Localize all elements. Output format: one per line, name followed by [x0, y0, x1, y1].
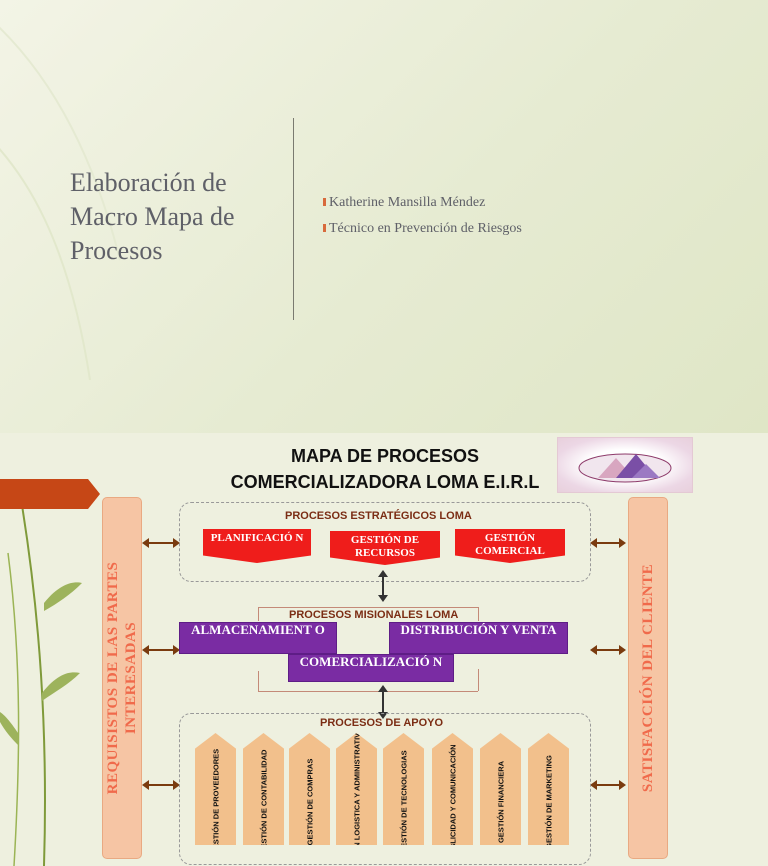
process-planificacion: PLANIFICACIÓ N: [203, 529, 311, 563]
process-label: GESTIÓN DE COMPRAS: [305, 759, 314, 846]
author-role: Técnico en Prevención de Riesgos: [323, 221, 522, 247]
misional-bottom-frame: [258, 691, 478, 692]
diagram-title-line1: MAPA DE PROCESOS: [290, 446, 480, 466]
vertical-divider: [293, 118, 294, 320]
support-processes-caption: PROCESOS DE APOYO: [320, 717, 444, 729]
leaf-decoration: [0, 492, 82, 866]
process-gestion-recursos: GESTIÓN DE RECURSOS: [330, 531, 440, 565]
customer-satisfaction-bar: SATISFACCIÓN DEL CLIENTE: [628, 497, 668, 859]
process-publicidad: PUBLICIDAD Y COMUNICACIÓN: [432, 733, 473, 845]
right-arrow-strategic: [590, 538, 626, 548]
diagram-title-line2: COMERCIALIZADORA LOMA E.I.R.L: [230, 472, 540, 492]
process-gestion-contabilidad: GESTIÓN DE CONTABILIDAD: [243, 733, 284, 845]
left-arrow-strategic: [142, 538, 180, 548]
stakeholder-requirements-bar: REQUISISTOS DE LAS PARTES INTERESADAS: [102, 497, 142, 859]
process-label: GESTIÓN DE CONTABILIDAD: [259, 750, 268, 855]
accent-arrow-tab: [0, 479, 100, 509]
right-arrow-misional: [590, 645, 626, 655]
support-processes-group: [179, 713, 591, 865]
company-logo: [557, 437, 693, 493]
author-list: Katherine Mansilla Méndez Técnico en Pre…: [323, 195, 522, 247]
process-label: PUBLICIDAD Y COMUNICACIÓN: [448, 744, 457, 861]
title-slide: Elaboración de Macro Mapa de Procesos Ka…: [0, 0, 768, 433]
process-distribucion-venta: DISTRIBUCIÓN Y VENTA: [389, 622, 568, 654]
slide-title: Elaboración de Macro Mapa de Procesos: [70, 168, 235, 265]
left-arrow-misional: [142, 645, 180, 655]
process-gestion-financiera: GESTIÓN FINANCIERA: [480, 733, 521, 845]
process-label: GESTIÓN DE TECNOLOGIAS: [399, 750, 408, 855]
strategic-processes-caption: PROCESOS ESTRATÉGICOS LOMA: [285, 510, 472, 522]
author-name: Katherine Mansilla Méndez: [323, 195, 522, 221]
misional-top-frame: [258, 607, 478, 608]
process-label: GESTIÓN FINANCIERA: [496, 761, 505, 844]
process-almacenamiento: ALMACENAMIENT O: [179, 622, 337, 654]
process-comercializacion: COMERCIALIZACIÓ N: [288, 654, 454, 682]
process-gestion-compras: GESTIÓN DE COMPRAS: [289, 733, 330, 845]
leaf-decoration-top: [0, 26, 121, 381]
left-arrow-apoyo: [142, 780, 180, 790]
misional-bottom-left-frame: [258, 671, 259, 691]
right-arrow-apoyo: [590, 780, 626, 790]
misional-processes-caption: PROCESOS MISIONALES LOMA: [289, 609, 459, 621]
process-label: GESTIÓN DE PROVEEDORES: [211, 749, 220, 856]
strategic-processes-group: [179, 502, 591, 582]
process-gestion-tecnologias: GESTIÓN DE TECNOLOGIAS: [383, 733, 424, 845]
process-gestion-marketing: GESTIÓN DE MARKETING: [528, 733, 569, 845]
process-label: GESTIÓN DE MARKETING: [544, 755, 553, 850]
mountain-logo-icon: [578, 453, 672, 483]
process-gestion-proveedores: GESTIÓN DE PROVEEDORES: [195, 733, 236, 845]
stakeholder-requirements-label: REQUISISTOS DE LAS PARTES INTERESADAS: [105, 561, 139, 795]
misional-bottom-right-frame: [478, 669, 479, 691]
process-gestion-logistica: GESTIÓN LOGISTICA Y ADMINISTRATIVA: [336, 733, 377, 845]
misional-left-frame: [258, 607, 259, 621]
process-gestion-comercial: GESTIÓN COMERCIAL: [455, 529, 565, 563]
strategic-misional-arrow: [378, 570, 388, 602]
misional-apoyo-arrow: [378, 685, 388, 719]
customer-satisfaction-label: SATISFACCIÓN DEL CLIENTE: [640, 563, 656, 793]
misional-right-frame: [478, 607, 479, 621]
diagram-title: MAPA DE PROCESOS COMERCIALIZADORA LOMA E…: [160, 443, 610, 495]
process-map-slide: MAPA DE PROCESOS COMERCIALIZADORA LOMA E…: [0, 433, 768, 866]
